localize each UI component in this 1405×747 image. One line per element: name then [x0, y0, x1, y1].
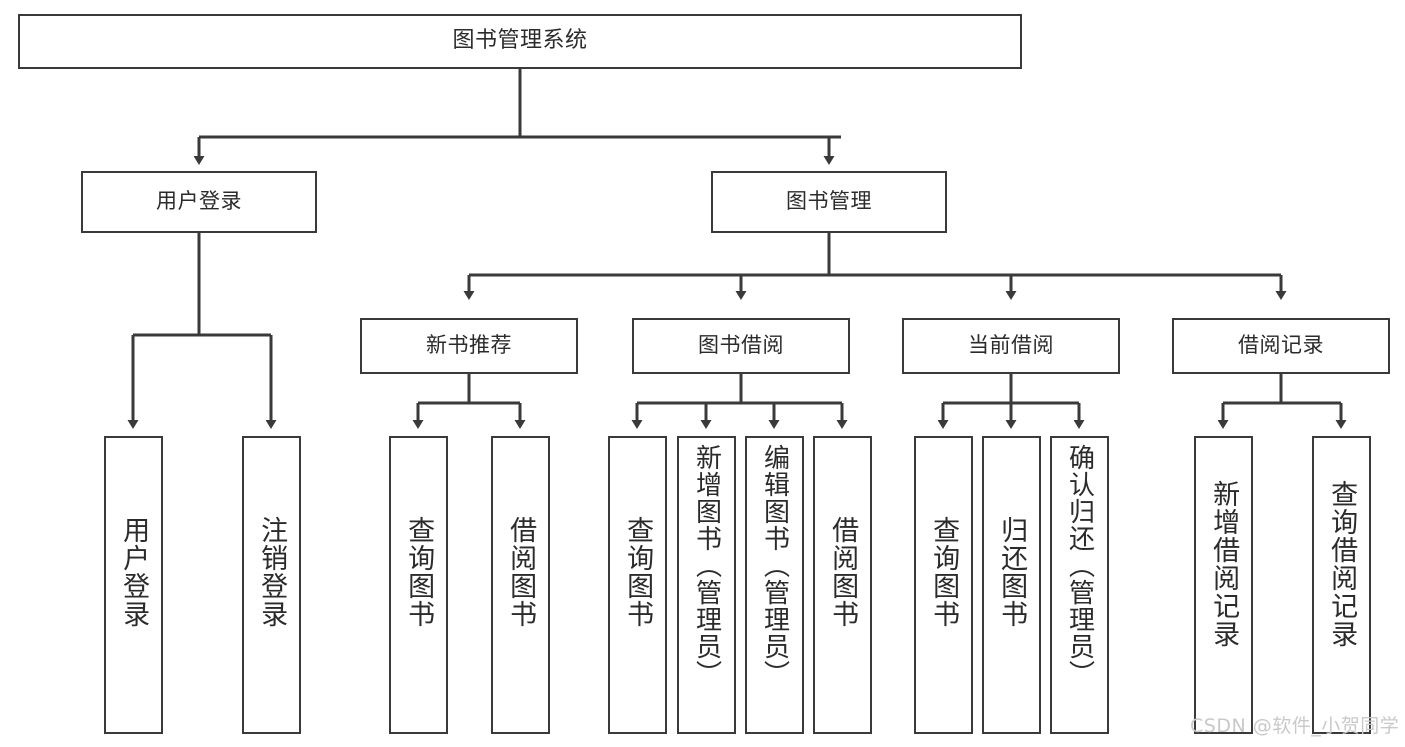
node-borrow-record[interactable]: 借阅记录 [1172, 318, 1390, 374]
node-label: 借阅图书 [505, 516, 537, 628]
node-label: 查询图书 [928, 516, 960, 628]
leaf-confirm-return-admin[interactable]: 确认归还（管理员） [1050, 436, 1109, 734]
node-label: 借阅记录 [1238, 333, 1324, 358]
node-label: 注销登录 [256, 516, 288, 628]
leaf-return-book[interactable]: 归还图书 [982, 436, 1041, 734]
node-book-borrow[interactable]: 图书借阅 [632, 318, 850, 374]
leaf-query-book-borrow[interactable]: 查询图书 [608, 436, 667, 734]
node-new-book-recommend[interactable]: 新书推荐 [360, 318, 578, 374]
node-current-borrow[interactable]: 当前借阅 [902, 318, 1120, 374]
node-label: 借阅图书 [827, 516, 859, 628]
node-label: 用户登录 [156, 189, 242, 214]
node-label: 查询图书 [622, 516, 654, 628]
leaf-borrow-book-borrow[interactable]: 借阅图书 [813, 436, 872, 734]
node-label: 新增借阅记录 [1208, 480, 1240, 648]
node-label: 用户登录 [118, 516, 150, 628]
leaf-query-borrow-record[interactable]: 查询借阅记录 [1312, 436, 1371, 734]
node-label: 查询借阅记录 [1326, 480, 1358, 648]
node-user-login[interactable]: 用户登录 [81, 171, 317, 233]
node-label: 图书借阅 [698, 333, 784, 358]
leaf-add-borrow-record[interactable]: 新增借阅记录 [1194, 436, 1253, 734]
node-book-management-system[interactable]: 图书管理系统 [18, 14, 1022, 69]
node-label: 图书管理 [786, 189, 872, 214]
leaf-query-book-current[interactable]: 查询图书 [914, 436, 973, 734]
node-book-manage[interactable]: 图书管理 [711, 171, 947, 233]
leaf-add-book-admin[interactable]: 新增图书（管理员） [677, 436, 736, 734]
leaf-user-login[interactable]: 用户登录 [104, 436, 163, 734]
node-label: 编辑图书（管理员） [759, 444, 790, 687]
leaf-borrow-book-new-recommend[interactable]: 借阅图书 [491, 436, 550, 734]
node-label: 查询图书 [403, 516, 435, 628]
node-label: 当前借阅 [968, 333, 1054, 358]
csdn-watermark: CSDN @软件_小贺同学 [1190, 715, 1400, 737]
node-label: 新书推荐 [426, 333, 512, 358]
node-label: 归还图书 [996, 516, 1028, 628]
leaf-logout-login[interactable]: 注销登录 [242, 436, 301, 734]
node-label: 确认归还（管理员） [1064, 444, 1095, 687]
node-label: 图书管理系统 [452, 28, 588, 54]
leaf-edit-book-admin[interactable]: 编辑图书（管理员） [745, 436, 804, 734]
node-label: 新增图书（管理员） [691, 444, 722, 687]
leaf-query-book-new-recommend[interactable]: 查询图书 [389, 436, 448, 734]
